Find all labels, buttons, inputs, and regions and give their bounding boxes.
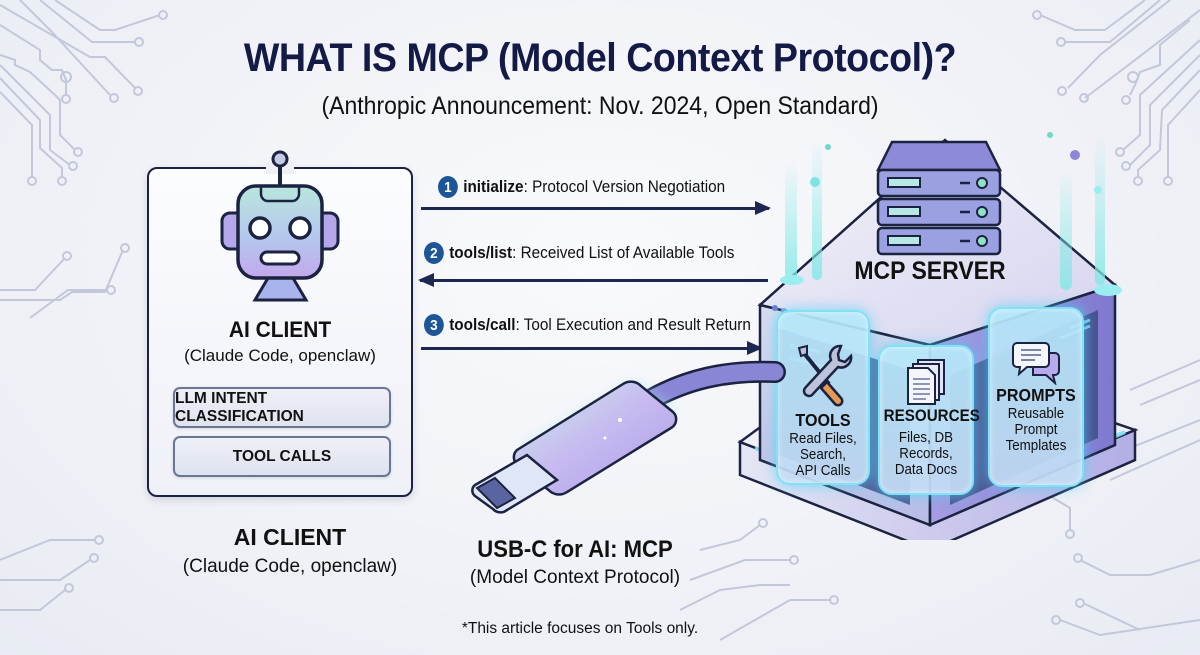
- tool-calls-pill: TOOL CALLS: [173, 436, 391, 477]
- capability-title: RESOURCES: [883, 407, 980, 425]
- usb-c-subtitle: (Model Context Protocol): [469, 567, 681, 588]
- step-description: : Tool Execution and Result Return: [515, 315, 751, 334]
- capability-card-resources: RESOURCES Files, DB Records, Data Docs: [878, 345, 980, 495]
- step-number-badge: 2: [424, 242, 444, 264]
- capability-title: TOOLS: [795, 410, 851, 430]
- ai-client-title: AI CLIENT: [228, 317, 332, 342]
- step-initialize: 1 initialize: Protocol Version Negotiati…: [438, 176, 725, 198]
- llm-intent-classification-pill: LLM INTENT CLASSIFICATION: [173, 387, 391, 428]
- step-tools-list: 2 tools/list: Received List of Available…: [424, 242, 734, 264]
- step-number-badge: 1: [438, 176, 458, 198]
- arrow-right-tools-call: [421, 342, 763, 354]
- chat-bubbles-icon: [1012, 342, 1060, 385]
- arrow-left-tools-list: [418, 274, 768, 286]
- mcp-server-title: MCP SERVER: [854, 257, 1006, 285]
- step-number-badge: 3: [424, 314, 444, 336]
- page-subtitle: (Anthropic Announcement: Nov. 2024, Open…: [321, 92, 879, 120]
- ai-client-subtitle: (Claude Code, openclaw): [184, 346, 376, 365]
- documents-icon: [907, 359, 945, 405]
- step-method: tools/call: [449, 315, 516, 334]
- robot-icon: [220, 150, 340, 302]
- step-method: initialize: [463, 177, 524, 196]
- arrow-right-initialize: [421, 202, 771, 214]
- usb-c-cable-icon: [471, 360, 786, 514]
- server-rack-icon: [875, 140, 1003, 256]
- step-tools-call: 3 tools/call: Tool Execution and Result …: [424, 314, 751, 336]
- ai-client-caption-title: AI CLIENT: [233, 524, 347, 550]
- usb-c-title: USB-C for AI: MCP: [477, 536, 673, 563]
- step-description: : Received List of Available Tools: [512, 243, 735, 262]
- capability-card-tools: TOOLS Read Files, Search, API Calls: [776, 310, 870, 485]
- footnote: *This article focuses on Tools only.: [461, 620, 699, 637]
- ai-client-caption-subtitle: (Claude Code, openclaw): [182, 556, 398, 577]
- capability-card-prompts: PROMPTS Reusable Prompt Templates: [988, 307, 1084, 487]
- page-title: WHAT IS MCP (Model Context Protocol)?: [243, 36, 957, 80]
- wrench-screwdriver-icon: [797, 344, 853, 407]
- step-description: : Protocol Version Negotiation: [523, 177, 726, 196]
- capability-title: PROMPTS: [996, 385, 1076, 405]
- step-method: tools/list: [449, 243, 513, 262]
